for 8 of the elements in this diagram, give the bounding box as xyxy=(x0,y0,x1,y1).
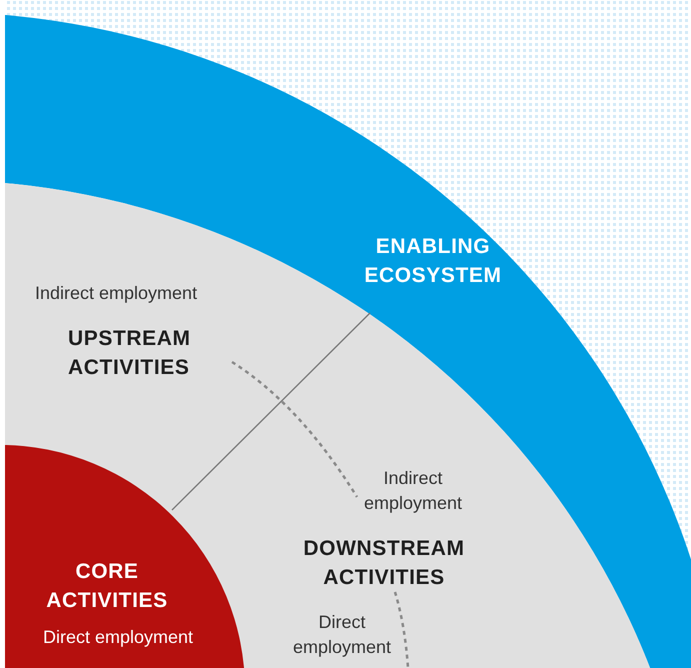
employment-label: Direct employment xyxy=(42,626,194,649)
employment-label: Direct employment xyxy=(292,611,392,659)
enabling-ecosystem-label: ENABLING ECOSYSTEM xyxy=(363,234,503,289)
core-title: CORE ACTIVITIES xyxy=(45,559,169,614)
employment-label: Indirect employment xyxy=(35,282,198,305)
sector-title: UPSTREAM ACTIVITIES xyxy=(68,326,192,381)
employment-label: Indirect employment xyxy=(362,467,464,515)
sector-title: DOWNSTREAM ACTIVITIES xyxy=(302,536,466,591)
